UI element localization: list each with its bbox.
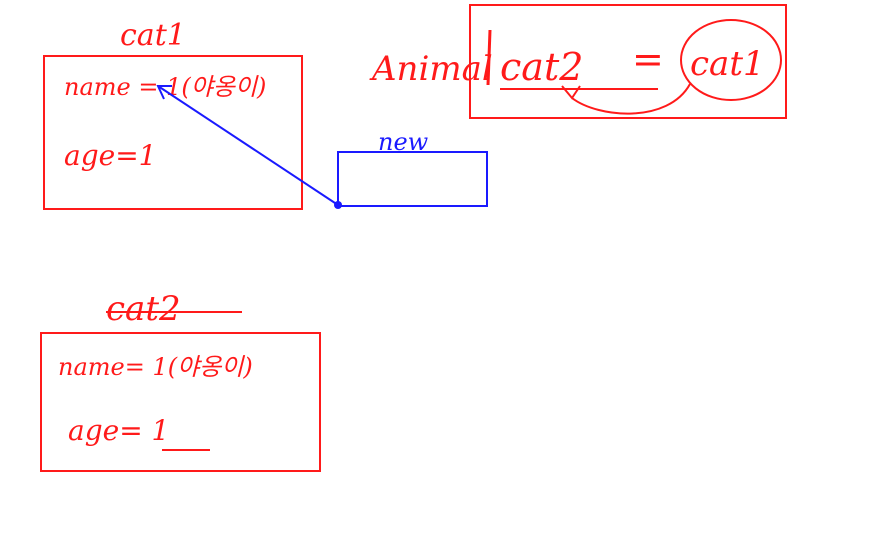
cat2-title: cat2 (106, 289, 181, 329)
cat2-age-field: age= 1 (68, 414, 169, 447)
assignment-box (469, 4, 787, 119)
assignment-type: Animal (369, 49, 493, 89)
cat2-name-field: name= 1(야옹이) (58, 353, 253, 381)
assignment-curve-arrowhead (561, 85, 581, 100)
assignment-equals: = (632, 37, 664, 81)
cat2-box (40, 332, 321, 472)
cat1-age-field: age=1 (64, 139, 156, 172)
assignment-rhs: cat1 (690, 44, 765, 84)
assignment-curve-arrow (571, 83, 691, 115)
reference-arrow-head (156, 85, 172, 100)
cat2-object: cat2 name= 1(야옹이) age= 1 (40, 289, 321, 472)
reference-arrow-line (157, 85, 339, 206)
assignment-left-stroke (486, 29, 492, 86)
cat1-title: cat1 (120, 18, 186, 53)
reference-arrow-origin (334, 201, 342, 209)
assignment-statement: Animal cat2 = cat1 (369, 4, 787, 119)
cat1-box (43, 55, 303, 210)
assignment-lhs: cat2 (500, 45, 583, 89)
assignment-rhs-circle (680, 19, 782, 101)
new-instance: new (156, 85, 488, 209)
new-instance-box (337, 151, 488, 207)
cat1-object: cat1 name = 1(야옹이) age=1 (43, 18, 303, 210)
